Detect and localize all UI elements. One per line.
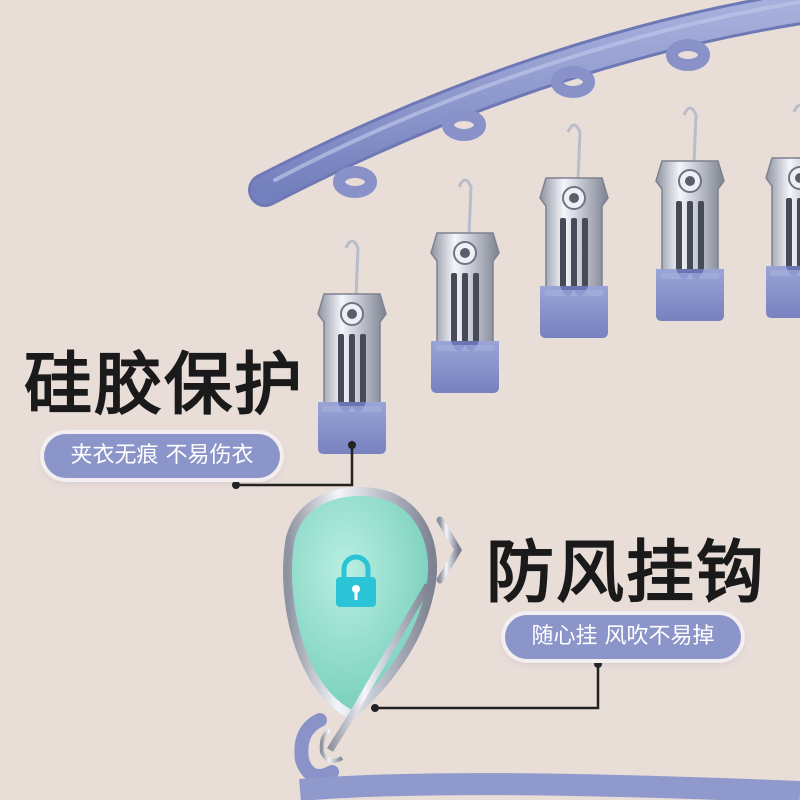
- feature-title-hook: 防风挂钩: [486, 534, 767, 613]
- connector-dot: [232, 481, 240, 489]
- connector-dot: [348, 441, 356, 449]
- connector-lines: [236, 445, 600, 710]
- hanger-rail: [248, 0, 800, 207]
- clothes-clip: [764, 103, 800, 320]
- feature-subtitle-silicone: 夹衣无痕 不易伤衣: [44, 434, 280, 478]
- feature-title-silicone: 硅胶保护: [24, 346, 305, 425]
- feature-subtitle-hook: 随心挂 风吹不易掉: [505, 615, 741, 659]
- connector-dot: [371, 704, 379, 712]
- padlock-icon: [336, 554, 376, 607]
- clothes-clip: [429, 178, 501, 395]
- connector-dot: [594, 660, 602, 668]
- clothes-clip: [538, 123, 610, 340]
- rail-rings: [333, 39, 710, 198]
- clothes-clip: [654, 106, 726, 323]
- clothes-clip: [316, 239, 388, 456]
